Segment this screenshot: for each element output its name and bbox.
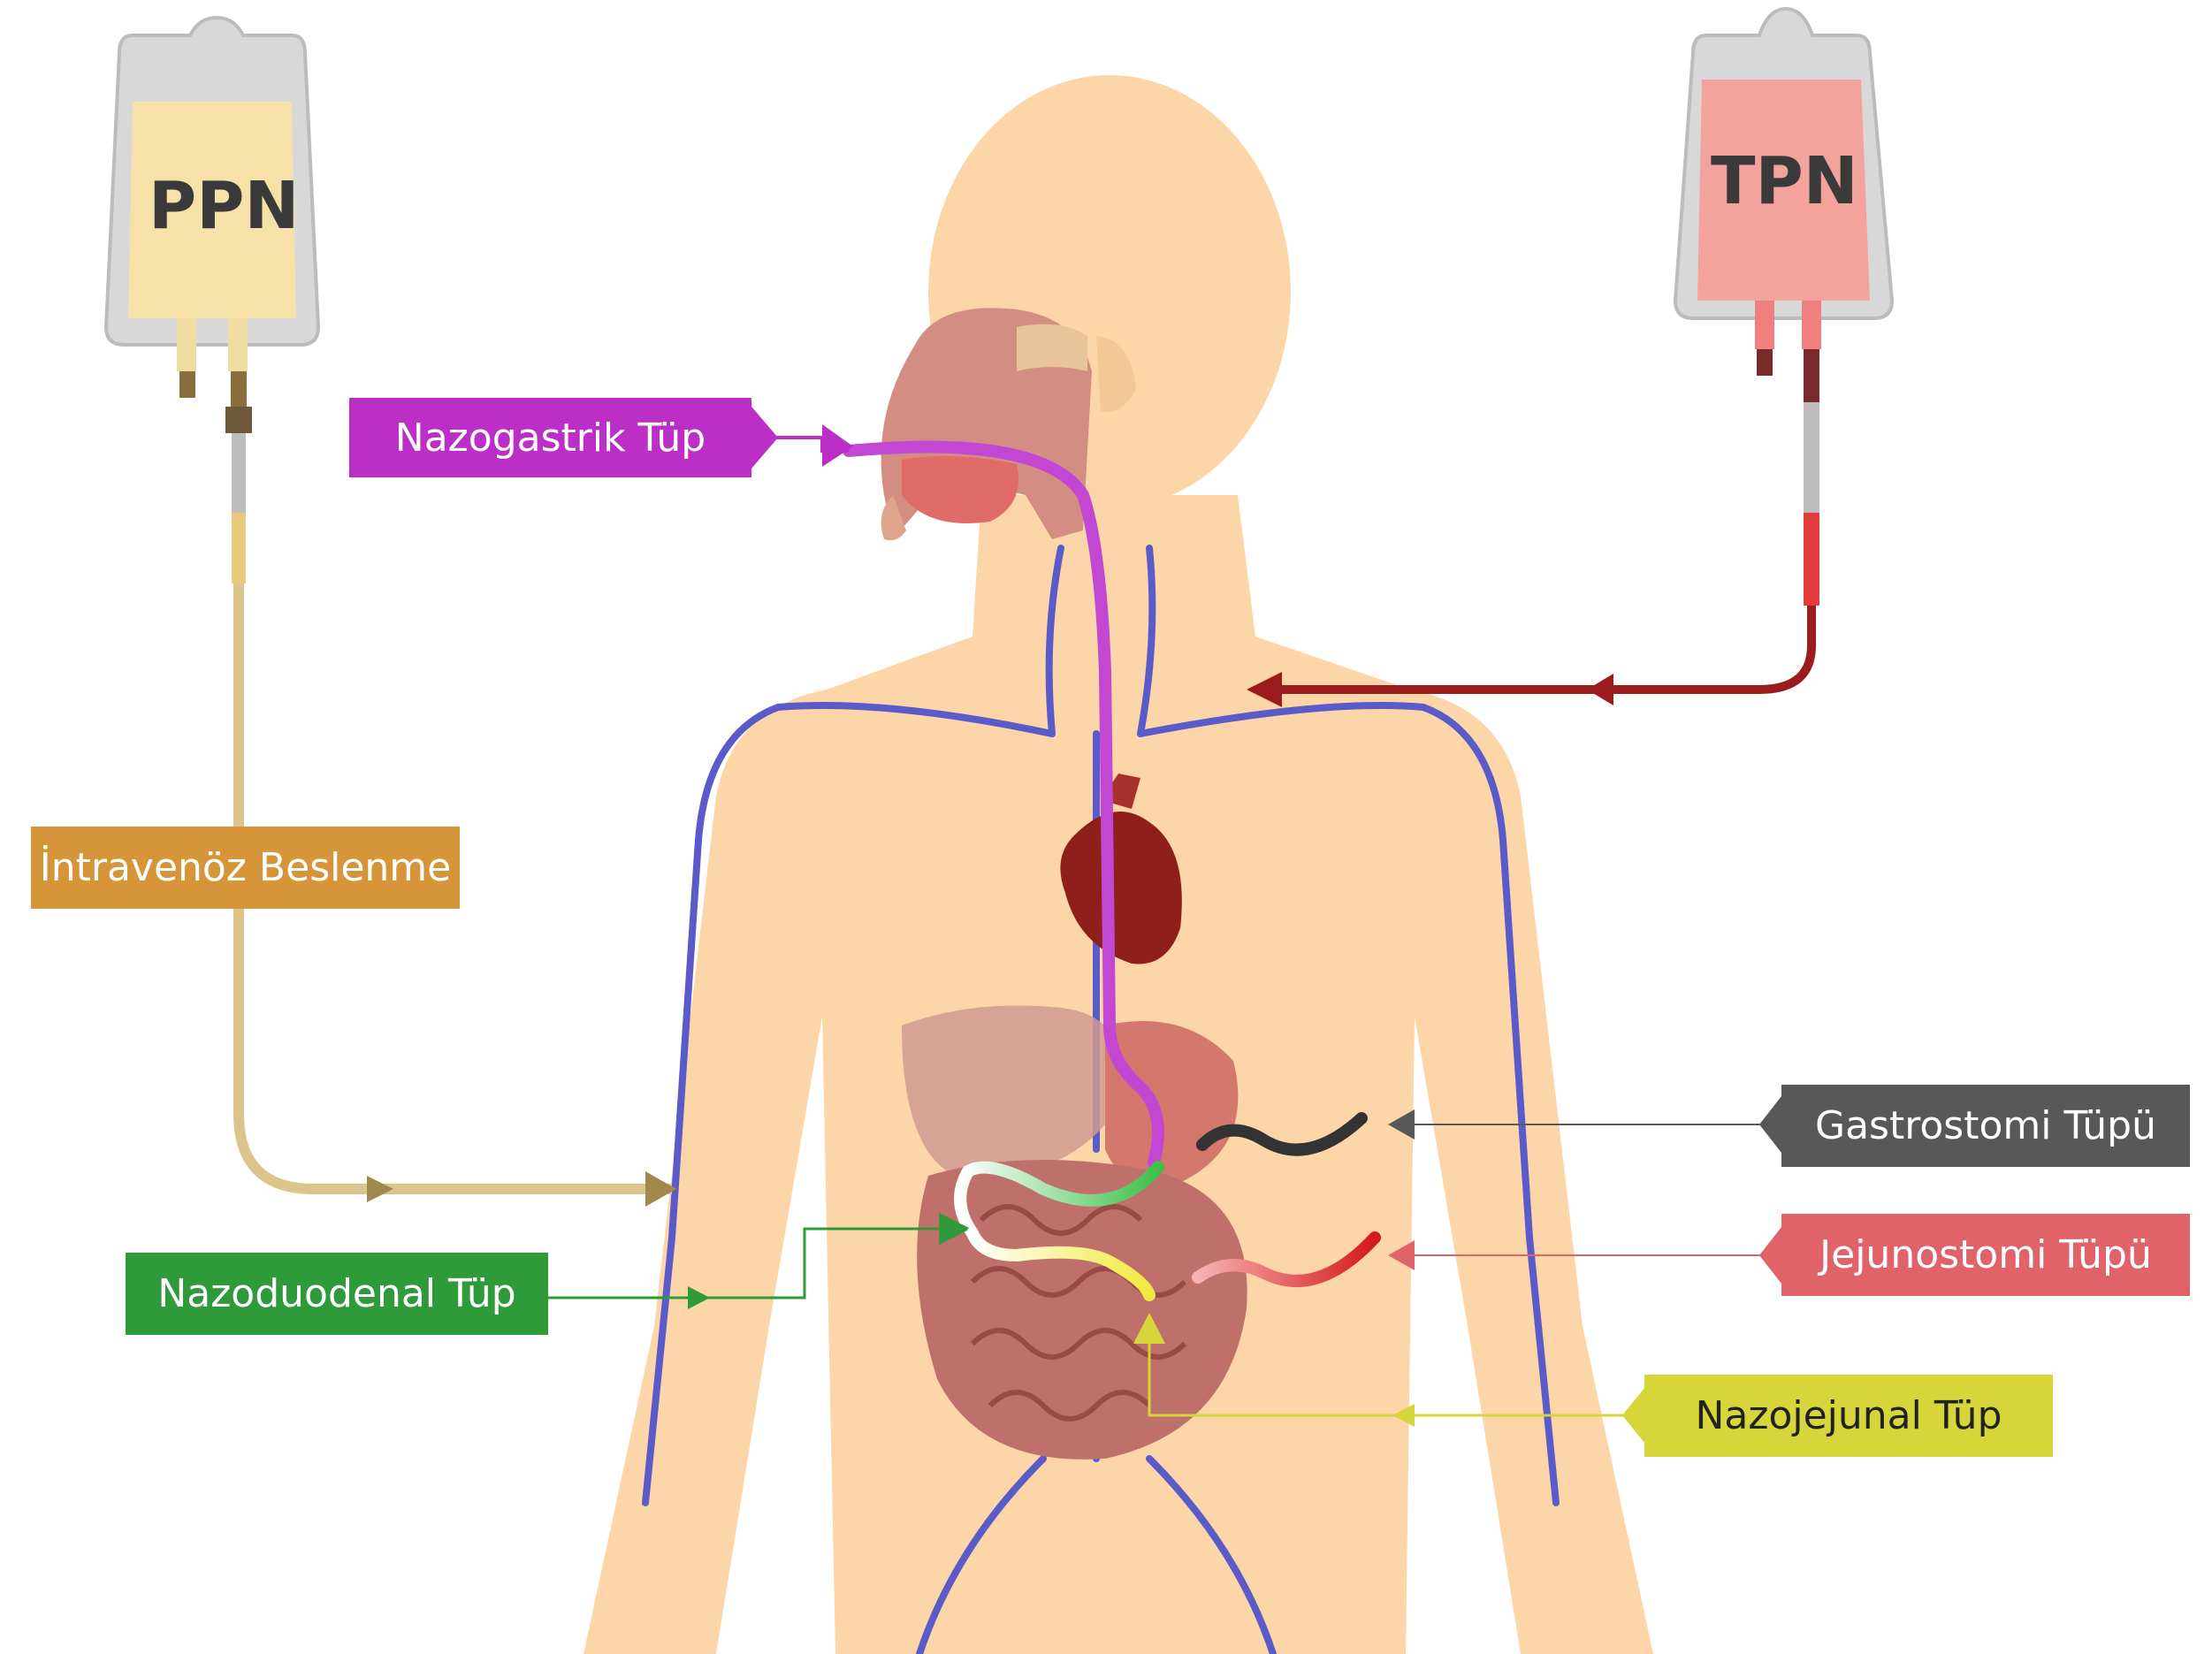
jejunostomi-arrowhead — [1388, 1240, 1415, 1270]
nazojejunal-tube — [966, 1227, 1156, 1301]
gastrostomi-label-notch — [1759, 1096, 1781, 1153]
tpn-bag-label: TPN — [1711, 143, 1858, 219]
gastrostomi-tube — [1196, 1112, 1368, 1156]
nazogastrik-label: Nazogastrik Tüp — [349, 398, 751, 477]
abdominal-organs — [902, 1005, 1247, 1460]
jejunostomi-label: Jejunostomi Tüpü — [1781, 1214, 2190, 1296]
tpn-bag — [1673, 6, 1895, 606]
nazoduodenal-connector — [548, 1227, 946, 1300]
gastrostomi-label: Gastrostomi Tüpü — [1781, 1085, 2190, 1167]
nazojejunal-arrow-1 — [1392, 1404, 1415, 1427]
nazogastrik-arrowhead — [822, 424, 853, 467]
intravenoz-label: İntravenöz Beslenme — [31, 827, 460, 909]
nazojejunal-connector — [1148, 1326, 1644, 1417]
jejunostomi-label-notch — [1759, 1227, 1781, 1284]
tpn-arrow-1 — [1587, 674, 1613, 705]
ppn-iv-line — [233, 583, 672, 1194]
nazoduodenal-arrow-1 — [688, 1286, 710, 1309]
nazoduodenal-arrow-2 — [939, 1213, 971, 1245]
nazogastrik-label-notch — [751, 407, 778, 469]
ppn-bag-label: PPN — [149, 168, 300, 244]
nazojejunal-label-notch — [1622, 1388, 1644, 1443]
nazojejunal-arrow-2 — [1133, 1313, 1165, 1344]
nazojejunal-label: Nazojejunal Tüp — [1644, 1375, 2053, 1457]
nazoduodenal-tube — [954, 1161, 1164, 1239]
gastrostomi-arrowhead — [1388, 1109, 1415, 1140]
ppn-bag — [103, 15, 321, 583]
nazoduodenal-label: Nazoduodenal Tüp — [126, 1253, 548, 1335]
ppn-arrow-2 — [645, 1171, 676, 1207]
jejunostomi-tube — [1192, 1231, 1381, 1287]
tpn-line — [1255, 606, 1816, 694]
ppn-arrow-1 — [367, 1176, 393, 1202]
head-anatomy — [881, 308, 1136, 541]
tpn-arrow-2 — [1247, 672, 1282, 707]
nazogastrik-tube — [843, 440, 1164, 1169]
